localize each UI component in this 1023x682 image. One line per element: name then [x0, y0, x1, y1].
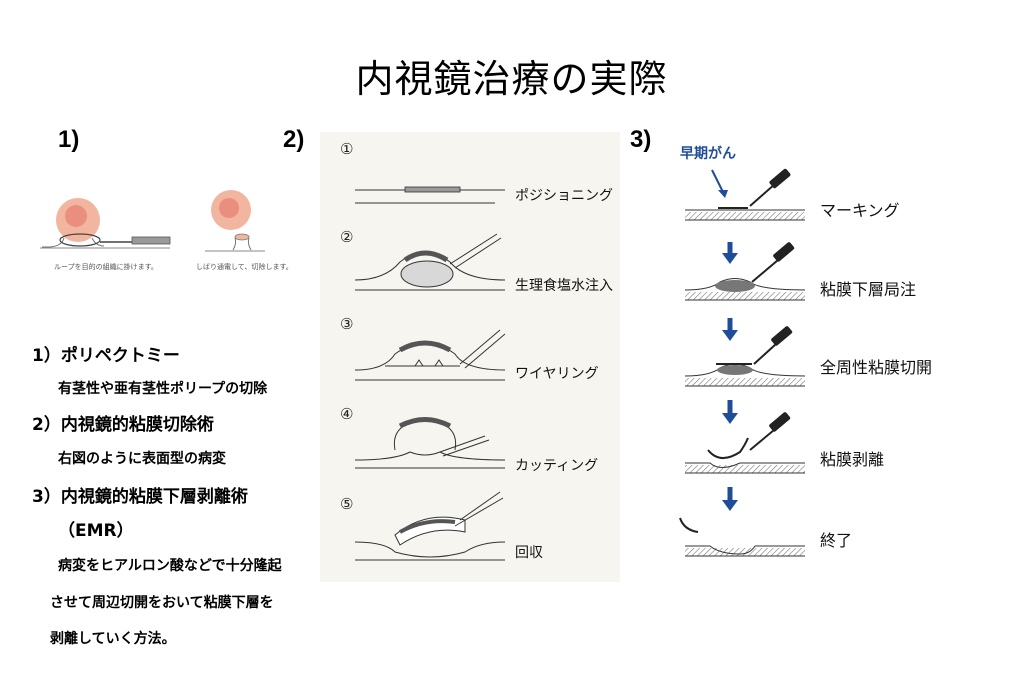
esd-step-5-label: 終了 [820, 531, 853, 550]
emr-step-3-label: ワイヤリング [515, 366, 599, 382]
emr-step-4-mark: ④ [340, 405, 354, 423]
emr-step-4-label: カッティング [515, 458, 599, 474]
section-2-number: 2) [283, 126, 305, 153]
polypectomy-caption-left: ループを目的の組織に掛けます。 [54, 263, 158, 271]
heading-esd-abbrev: （EMR） [58, 521, 134, 541]
early-cancer-label: 早期がん [680, 146, 736, 162]
desc-esd-line-3: 剥離していく方法。 [50, 631, 176, 647]
desc-emr: 右図のように表面型の病変 [58, 451, 226, 467]
emr-step-3-drawing [354, 329, 506, 381]
emr-step-1-mark: ① [340, 140, 354, 158]
esd-step-1-label: マーキング [820, 201, 900, 220]
emr-step-1-drawing [355, 186, 505, 204]
heading-polypectomy: 1）ポリペクトミー [32, 346, 180, 366]
emr-step-2-label: 生理食塩水注入 [515, 278, 613, 294]
desc-esd-line-1: 病変をヒアルロン酸などで十分隆起 [58, 558, 282, 574]
heading-esd: 3）内視鏡的粘膜下層剥離術 [32, 487, 248, 507]
heading-emr: 2）内視鏡的粘膜切除術 [32, 415, 214, 435]
emr-step-5-mark: ⑤ [340, 495, 354, 513]
section-3-number: 3) [630, 126, 652, 153]
section-1-number: 1) [58, 126, 80, 153]
desc-esd-line-2: させて周辺切開をおいて粘膜下層を [50, 595, 274, 611]
emr-step-5-label: 回収 [515, 545, 543, 561]
esd-diagram [679, 168, 806, 557]
emr-step-1-label: ポジショニング [515, 188, 613, 204]
polypectomy-illustration-loop [40, 198, 171, 249]
emr-step-5-drawing [354, 491, 506, 561]
esd-step-2-label: 粘膜下層局注 [820, 280, 917, 299]
page-title: 内視鏡治療の実際 [355, 57, 668, 101]
polypectomy-illustration-cut [205, 190, 265, 252]
emr-diagram-panel [320, 132, 620, 582]
emr-step-2-drawing [354, 233, 506, 291]
emr-step-4-drawing [354, 417, 506, 469]
esd-step-4-label: 粘膜剥離 [820, 450, 885, 469]
emr-step-2-mark: ② [340, 228, 354, 246]
emr-step-3-mark: ③ [340, 315, 354, 333]
desc-polypectomy: 有茎性や亜有茎性ポリープの切除 [58, 381, 268, 397]
esd-step-3-label: 全周性粘膜切開 [820, 358, 933, 377]
polypectomy-caption-right: しばり通電して、切除します。 [196, 263, 293, 271]
